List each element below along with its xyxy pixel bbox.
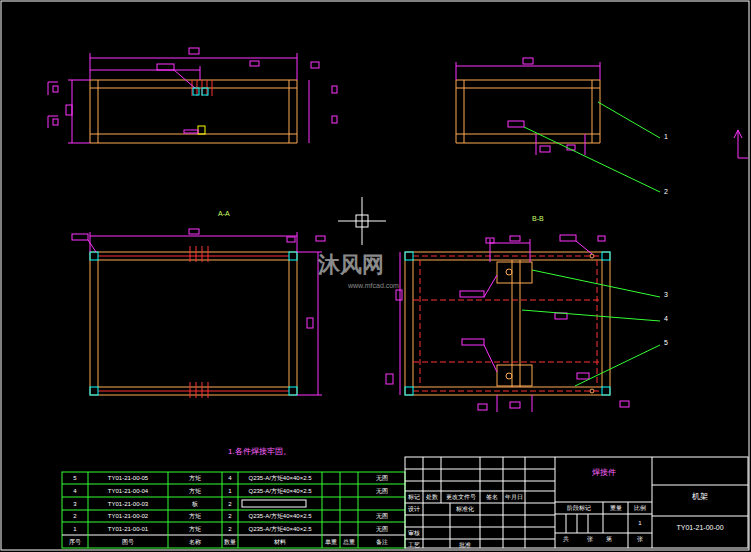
table-cell: 5	[62, 472, 88, 484]
table-cell: 无图	[358, 510, 405, 522]
table-header: 总重	[340, 536, 358, 548]
table-cell: 方矩	[168, 472, 222, 484]
title-block-text: 标准化	[450, 503, 480, 515]
table-header: 数量	[222, 536, 238, 548]
title-block-text: 张	[577, 533, 603, 545]
callout-number: 5	[664, 339, 668, 347]
title-block-text: 批准	[450, 539, 480, 551]
table-cell: 无图	[358, 523, 405, 535]
section-label: B-B	[532, 215, 544, 223]
table-cell: TY01-21-00-05	[88, 472, 168, 484]
technical-note: 1.各件焊接牢固。	[228, 447, 291, 457]
title-block-text: 张	[628, 533, 652, 545]
callout-number: 2	[664, 188, 668, 196]
table-cell: 2	[62, 510, 88, 522]
table-cell: 板	[168, 498, 222, 510]
title-block-text: 审核	[405, 527, 423, 539]
title-block-text: 处数	[423, 491, 441, 503]
table-header: 备注	[358, 536, 405, 548]
callout-number: 4	[664, 315, 668, 323]
table-header: 序号	[62, 536, 88, 548]
title-block-text: 更改文件号	[441, 491, 480, 503]
title-block-text: 共	[555, 533, 577, 545]
table-cell: Q235-A/方矩40×40×2.5	[238, 523, 322, 535]
section-label: A-A	[218, 210, 230, 218]
table-cell: 无图	[358, 472, 405, 484]
title-block-text: 第	[603, 533, 615, 545]
table-cell: TY01-21-00-03	[88, 498, 168, 510]
drawing-type: 焊接件	[555, 468, 652, 478]
table-cell: 方矩	[168, 510, 222, 522]
callout-number: 3	[664, 291, 668, 299]
table-cell: 3	[62, 498, 88, 510]
table-cell: TY01-21-00-04	[88, 485, 168, 497]
table-cell: Q235-A/方矩40×40×2.5	[238, 472, 322, 484]
table-cell: TY01-21-00-02	[88, 510, 168, 522]
table-cell: 1	[222, 485, 238, 497]
callout-number: 1	[664, 133, 668, 141]
table-cell: 无图	[358, 485, 405, 497]
title-block-text: 签名	[480, 491, 503, 503]
title-block-text: 标记	[405, 491, 423, 503]
table-cell: 2	[222, 498, 238, 510]
title-block-text: 工艺	[405, 539, 423, 551]
title-block-text: 重量	[603, 502, 628, 514]
table-header: 图号	[88, 536, 168, 548]
table-header: 材料	[238, 536, 322, 548]
watermark: 沐风网	[318, 252, 384, 278]
drawing-number: TY01-21-00-00	[652, 524, 748, 532]
title-block-text: 设计	[405, 503, 423, 515]
title-block-text: 1	[628, 514, 652, 533]
table-cell: Q235-A/方矩40×40×2.5	[238, 510, 322, 522]
table-cell: 1	[62, 523, 88, 535]
table-cell: 方矩	[168, 485, 222, 497]
title-block-text: 比例	[628, 502, 652, 514]
title-block-text: 年月日	[503, 491, 525, 503]
table-cell: 2	[222, 523, 238, 535]
table-header: 单重	[322, 536, 340, 548]
table-cell: Q235-A/方矩40×40×2.5	[238, 485, 322, 497]
table-header: 名称	[168, 536, 222, 548]
title-block-text: 阶段标记	[555, 502, 603, 514]
table-cell: TY01-21-00-01	[88, 523, 168, 535]
table-cell: 4	[62, 485, 88, 497]
table-cell: 4	[222, 472, 238, 484]
drawing-name: 机架	[652, 492, 748, 502]
watermark-url: www.mfcad.com	[348, 282, 399, 290]
table-cell: 2	[222, 510, 238, 522]
table-cell: 方矩	[168, 523, 222, 535]
